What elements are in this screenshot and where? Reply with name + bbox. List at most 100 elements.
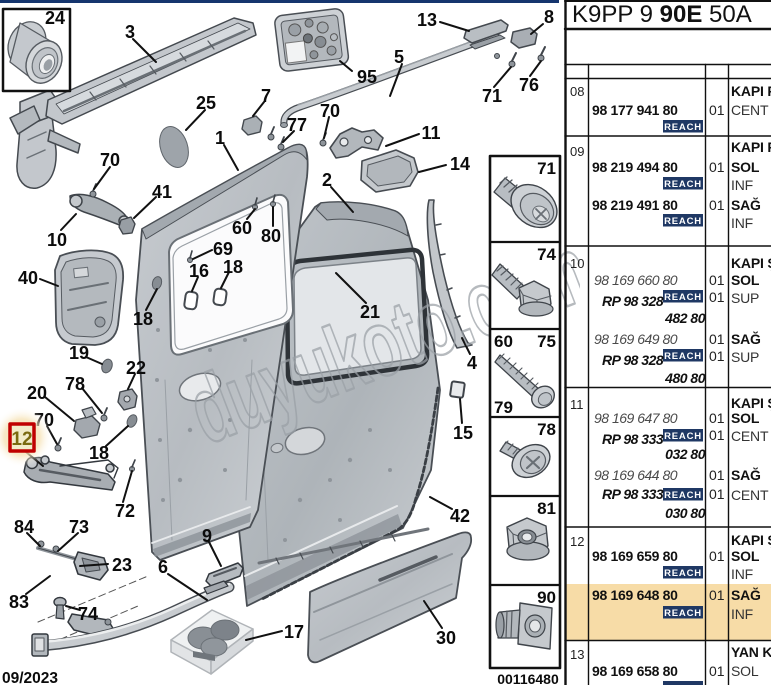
svg-text:23: 23	[112, 555, 132, 575]
svg-text:98 169 659 80: 98 169 659 80	[592, 548, 678, 564]
svg-text:14: 14	[450, 154, 470, 174]
svg-text:00116480: 00116480	[497, 671, 559, 685]
svg-text:98 169 644 80: 98 169 644 80	[594, 467, 678, 483]
svg-text:K9PP 9 90E 50A: K9PP 9 90E 50A	[572, 1, 752, 28]
svg-text:KAPI R: KAPI R	[731, 83, 771, 99]
svg-text:42: 42	[450, 506, 470, 526]
svg-text:75: 75	[537, 332, 556, 351]
svg-text:INF: INF	[731, 215, 753, 231]
svg-text:10: 10	[47, 230, 67, 250]
svg-text:72: 72	[115, 501, 135, 521]
svg-text:RP 98 333: RP 98 333	[602, 431, 664, 447]
svg-text:30: 30	[436, 628, 456, 648]
svg-text:41: 41	[152, 182, 172, 202]
svg-text:77: 77	[287, 115, 307, 135]
svg-text:84: 84	[14, 517, 34, 537]
svg-text:21: 21	[360, 302, 380, 322]
svg-text:KAPI Ş: KAPI Ş	[731, 395, 771, 411]
svg-text:11: 11	[570, 397, 584, 412]
svg-text:01: 01	[709, 348, 725, 364]
svg-text:1: 1	[215, 128, 225, 148]
svg-text:8: 8	[544, 7, 554, 27]
svg-text:12: 12	[11, 429, 32, 450]
svg-text:REACH: REACH	[664, 216, 702, 227]
svg-text:REACH: REACH	[664, 431, 702, 442]
svg-text:18: 18	[89, 443, 109, 463]
svg-text:16: 16	[189, 261, 209, 281]
svg-text:13: 13	[570, 647, 584, 662]
svg-text:SOL: SOL	[731, 159, 760, 175]
svg-text:22: 22	[126, 358, 146, 378]
svg-text:01: 01	[709, 587, 725, 603]
svg-text:18: 18	[133, 309, 153, 329]
svg-text:71: 71	[482, 86, 502, 106]
svg-text:01: 01	[709, 548, 725, 564]
svg-text:SAĞ: SAĞ	[731, 330, 761, 347]
svg-text:INF: INF	[731, 566, 753, 582]
svg-text:69: 69	[213, 239, 233, 259]
svg-text:INF: INF	[731, 177, 753, 193]
svg-text:98 219 494 80: 98 219 494 80	[592, 159, 678, 175]
svg-text:01: 01	[709, 486, 725, 502]
svg-text:40: 40	[18, 268, 38, 288]
svg-text:3: 3	[125, 22, 135, 42]
svg-text:11: 11	[421, 123, 440, 143]
svg-text:SOL: SOL	[731, 548, 760, 564]
svg-text:83: 83	[9, 592, 29, 612]
svg-text:01: 01	[709, 410, 725, 426]
svg-text:REACH: REACH	[664, 490, 702, 501]
svg-text:INF: INF	[731, 606, 753, 622]
svg-text:78: 78	[537, 420, 556, 439]
svg-text:09: 09	[570, 144, 584, 159]
svg-text:5: 5	[394, 47, 404, 67]
svg-text:09/2023: 09/2023	[2, 670, 58, 685]
svg-text:01: 01	[709, 289, 725, 305]
svg-text:REACH: REACH	[664, 122, 702, 133]
svg-text:REACH: REACH	[664, 179, 702, 190]
svg-text:SAĞ: SAĞ	[731, 196, 761, 213]
svg-text:24: 24	[45, 8, 65, 28]
svg-text:60: 60	[232, 218, 252, 238]
svg-text:74: 74	[537, 245, 556, 264]
svg-text:CENT: CENT	[731, 428, 769, 444]
svg-text:79: 79	[494, 398, 513, 417]
svg-text:08: 08	[570, 84, 584, 99]
svg-text:RP 98 328: RP 98 328	[602, 352, 664, 368]
svg-text:7: 7	[261, 86, 271, 106]
svg-text:13: 13	[417, 10, 437, 30]
svg-text:15: 15	[453, 423, 473, 443]
svg-text:REACH: REACH	[664, 351, 702, 362]
svg-text:19: 19	[69, 343, 89, 363]
svg-text:98 169 648 80: 98 169 648 80	[592, 587, 678, 603]
svg-text:17: 17	[284, 622, 304, 642]
svg-text:01: 01	[709, 197, 725, 213]
svg-text:REACH: REACH	[664, 608, 702, 619]
svg-text:71: 71	[537, 159, 556, 178]
svg-text:20: 20	[27, 383, 47, 403]
svg-text:01: 01	[709, 663, 725, 679]
svg-text:482 80: 482 80	[664, 310, 706, 326]
svg-text:SOL: SOL	[731, 272, 760, 288]
svg-text:4: 4	[467, 353, 477, 373]
svg-text:SAĞ: SAĞ	[731, 586, 761, 603]
svg-text:98 169 647 80: 98 169 647 80	[594, 410, 678, 426]
svg-text:REACH: REACH	[664, 292, 702, 303]
svg-text:95: 95	[357, 67, 377, 87]
svg-text:81: 81	[537, 499, 556, 518]
svg-text:SOL: SOL	[731, 410, 760, 426]
svg-text:90: 90	[537, 588, 556, 607]
svg-text:60: 60	[494, 332, 513, 351]
svg-text:70: 70	[100, 150, 120, 170]
svg-text:SUP: SUP	[731, 349, 759, 365]
svg-text:01: 01	[709, 102, 725, 118]
svg-text:98 169 660 80: 98 169 660 80	[594, 272, 678, 288]
svg-text:01: 01	[709, 159, 725, 175]
svg-text:SUP: SUP	[731, 290, 759, 306]
svg-text:2: 2	[322, 170, 332, 190]
svg-text:RP 98 328: RP 98 328	[602, 293, 664, 309]
svg-text:01: 01	[709, 467, 725, 483]
svg-text:01: 01	[709, 272, 725, 288]
svg-text:SAĞ: SAĞ	[731, 466, 761, 483]
svg-text:480 80: 480 80	[664, 370, 706, 386]
svg-text:98 169 649 80: 98 169 649 80	[594, 331, 678, 347]
